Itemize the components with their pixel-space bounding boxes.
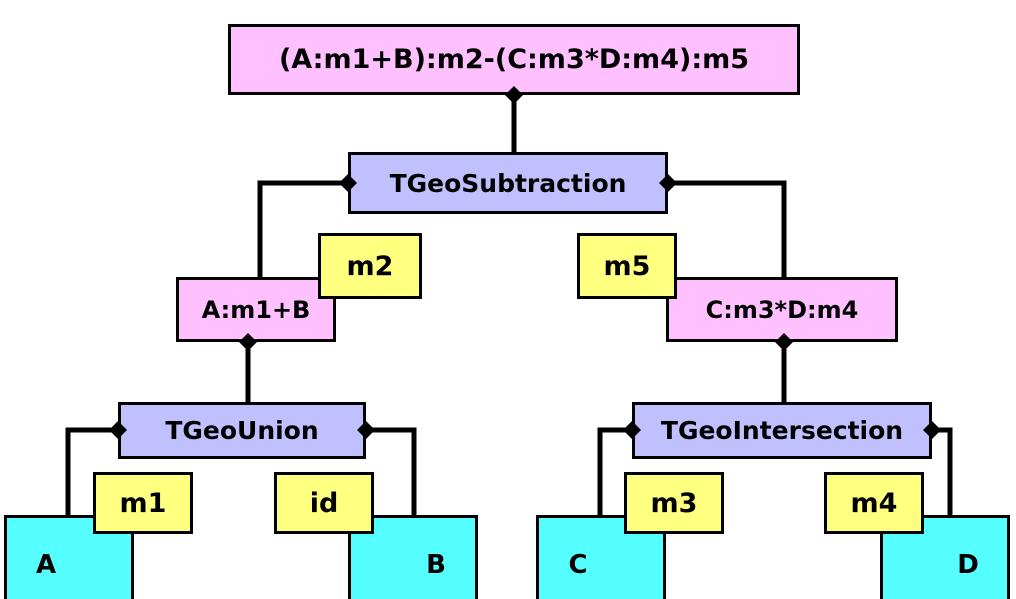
node-matrix-m1[interactable]: m1	[93, 472, 193, 534]
link-subtraction-to-left-expression	[257, 180, 348, 277]
link-union-to-shape-a	[65, 427, 118, 515]
node-tgeointersection[interactable]: TGeoIntersection	[632, 402, 932, 459]
node-right-expression[interactable]: C:m3*D:m4	[666, 277, 898, 342]
node-root-expression[interactable]: (A:m1+B):m2-(C:m3*D:m4):m5	[228, 24, 800, 95]
node-tgeosubtraction[interactable]: TGeoSubtraction	[348, 152, 668, 214]
link-intersection-to-shape-d	[932, 427, 953, 515]
node-tgeounion[interactable]: TGeoUnion	[118, 402, 366, 459]
link-subtraction-to-right-expression	[668, 180, 787, 277]
link-union-to-shape-b	[366, 427, 417, 515]
node-matrix-id[interactable]: id	[274, 472, 374, 534]
node-matrix-m2[interactable]: m2	[318, 233, 422, 299]
node-matrix-m3[interactable]: m3	[624, 472, 724, 534]
node-matrix-m4[interactable]: m4	[824, 472, 924, 534]
node-matrix-m5[interactable]: m5	[577, 233, 677, 299]
node-left-expression[interactable]: A:m1+B	[176, 277, 336, 342]
node-shape-c[interactable]: C	[536, 515, 666, 599]
link-intersection-to-shape-c	[597, 427, 632, 515]
